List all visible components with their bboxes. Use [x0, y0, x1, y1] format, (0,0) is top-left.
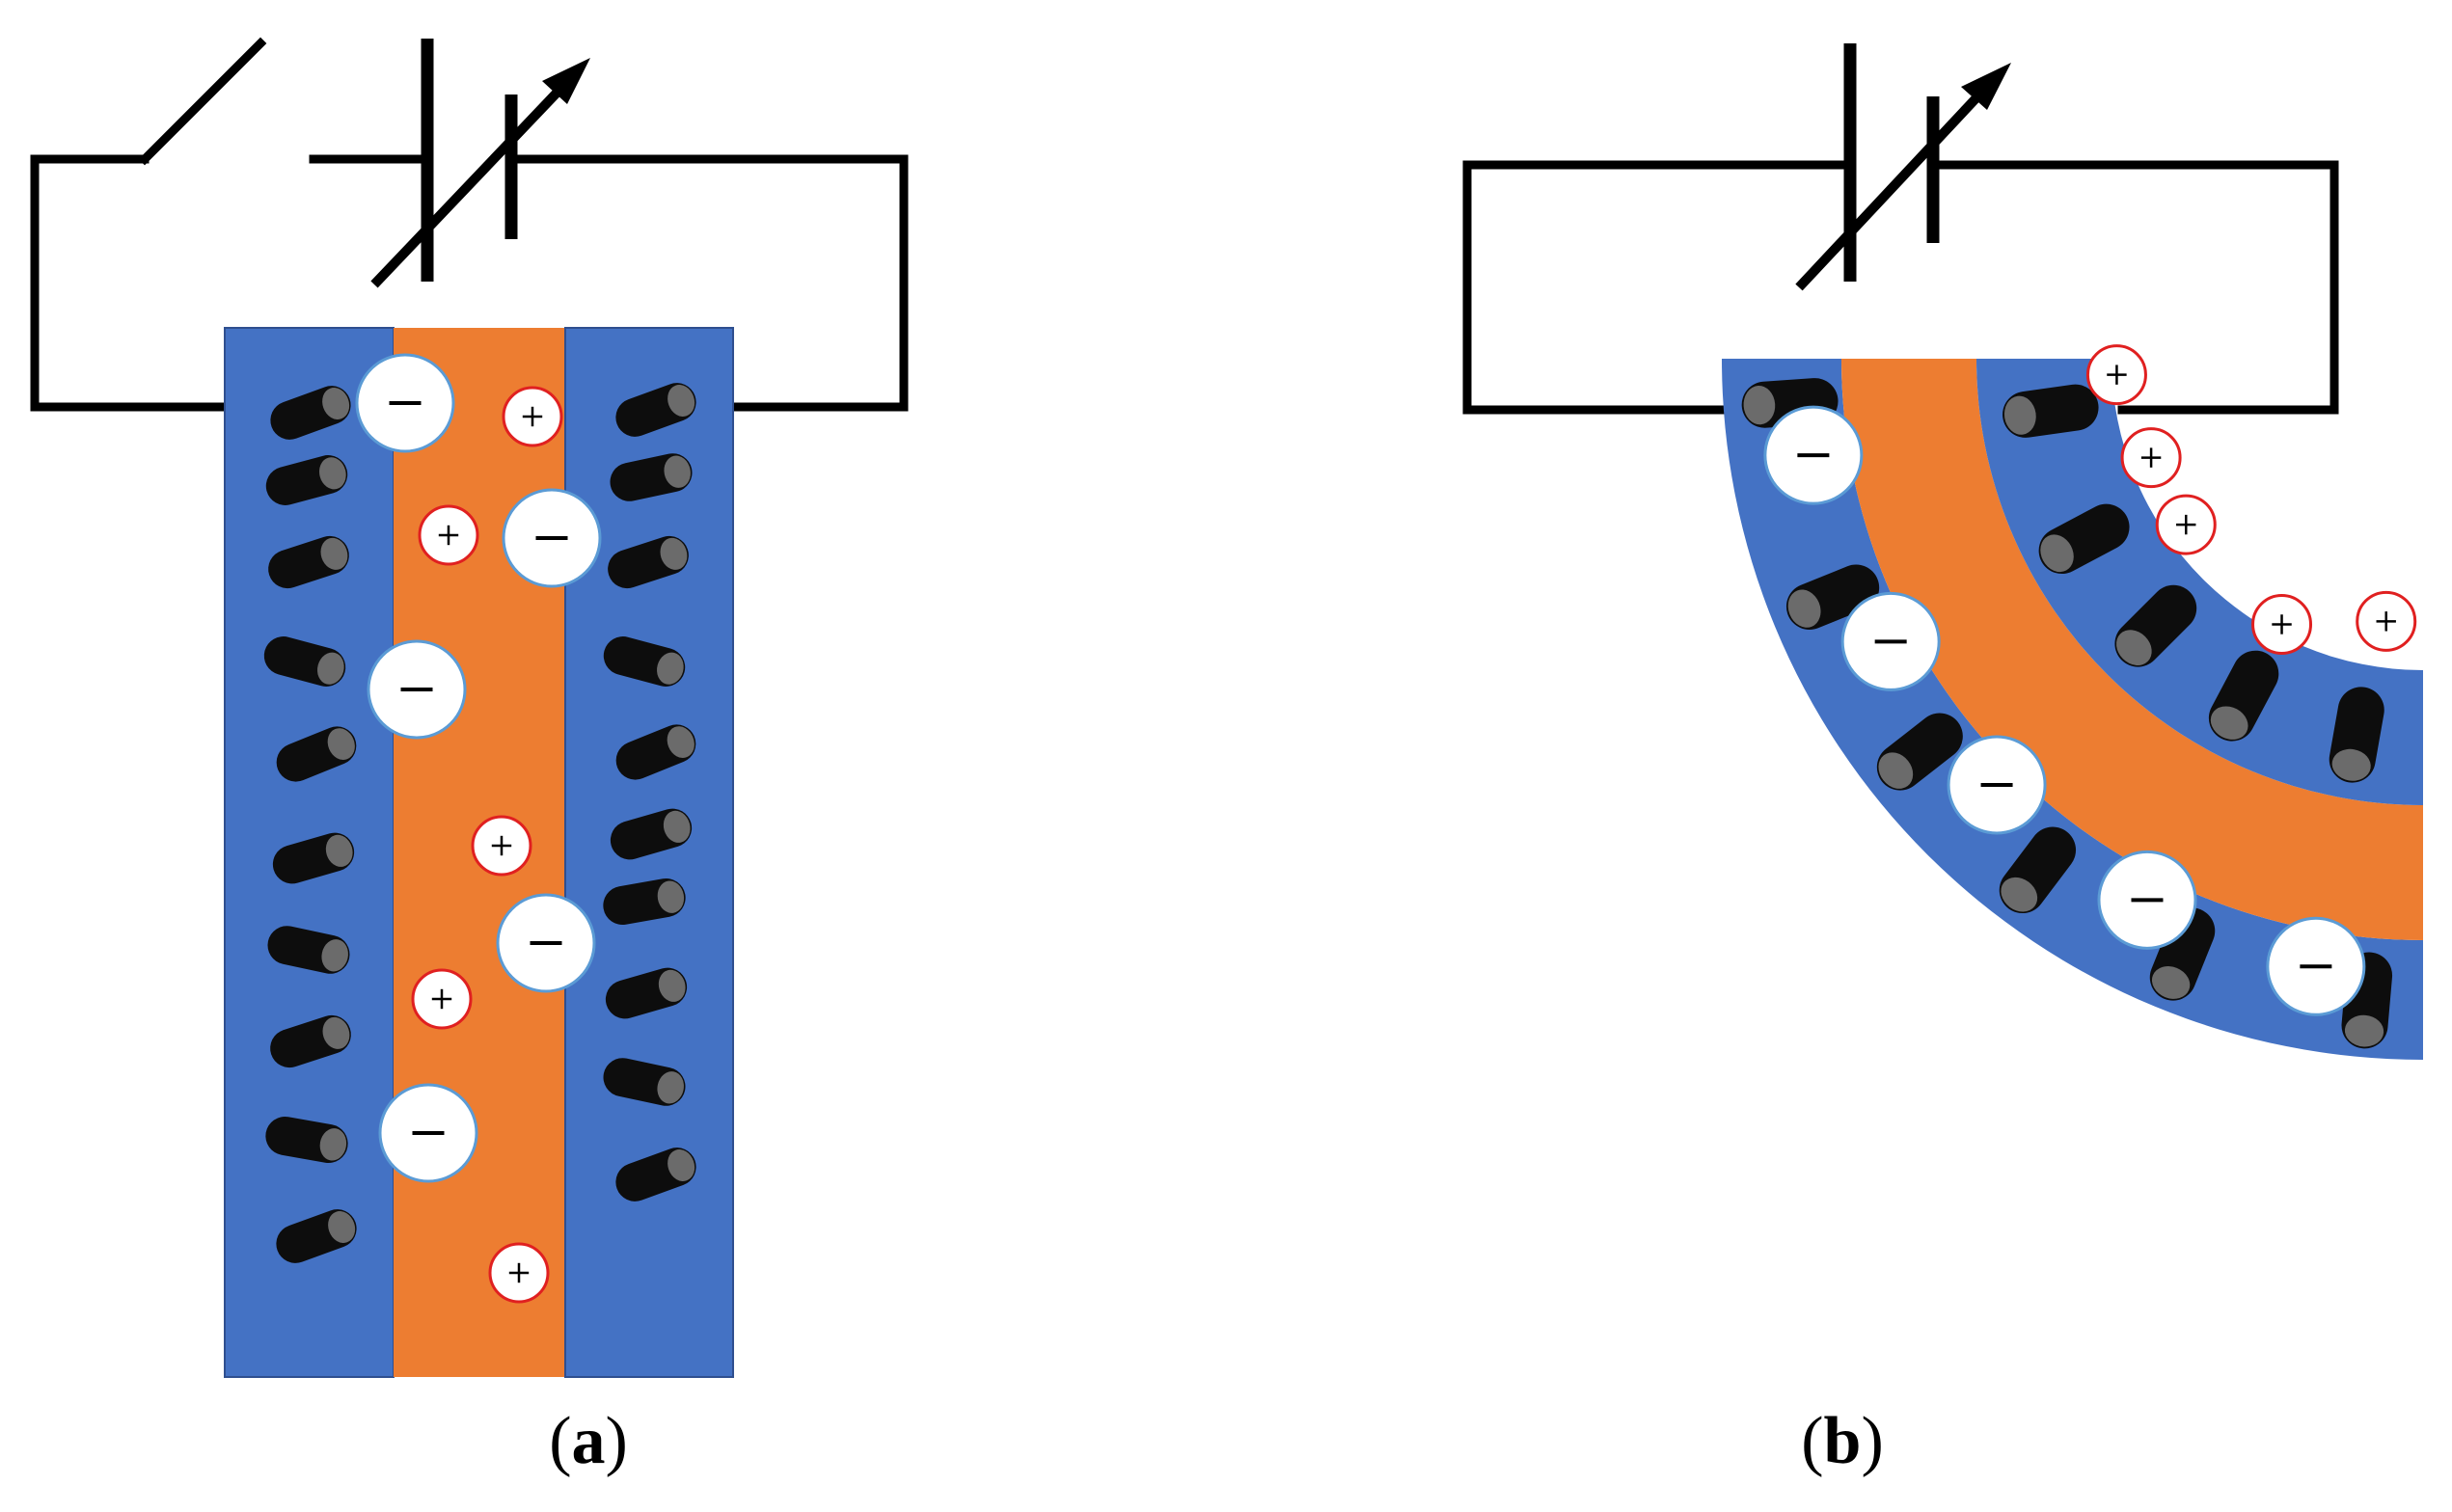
variable-arrow-shaft-a	[370, 81, 568, 288]
cation	[418, 504, 479, 566]
nanotube	[603, 878, 686, 925]
nanotube	[263, 636, 346, 687]
variable-arrow-shaft-b	[1795, 88, 1986, 291]
nanotube	[605, 967, 688, 1019]
nanotube	[615, 724, 696, 780]
nanotubes-left-a	[263, 386, 357, 1263]
ions-b	[1763, 344, 2417, 1016]
wire-right-b	[1928, 160, 2339, 415]
wire-left-a	[30, 154, 230, 412]
nanotube	[1876, 713, 1963, 791]
nanotube	[270, 1014, 351, 1068]
circuit-a	[30, 37, 909, 412]
caption-a-label: a	[571, 1404, 606, 1478]
nanotube	[603, 636, 686, 687]
cation	[411, 968, 473, 1030]
wire-right-a	[506, 154, 909, 412]
nanotube	[608, 535, 689, 589]
nanotube	[268, 535, 349, 589]
cation	[471, 815, 532, 877]
nanotube	[615, 1148, 696, 1202]
nanotube	[1785, 564, 1880, 630]
cation	[2356, 590, 2417, 652]
nanotube	[276, 1209, 357, 1263]
nanotube	[2149, 907, 2216, 1001]
nanotube	[2208, 650, 2279, 742]
cation	[2085, 344, 2147, 406]
nanotube	[2002, 384, 2099, 438]
nanotube	[2114, 584, 2197, 667]
ions-a	[355, 353, 602, 1304]
panel-a	[30, 37, 909, 1378]
variable-source-b	[1795, 43, 2011, 291]
cation	[2155, 494, 2217, 555]
nanotube	[276, 726, 357, 782]
nanotube	[610, 453, 693, 501]
nanotube	[603, 1058, 686, 1106]
nanotube	[1999, 826, 2077, 914]
nanotubes-inner-b	[2002, 384, 2384, 783]
anion	[502, 488, 602, 588]
nanotube	[267, 926, 350, 974]
caption-b-close: )	[1861, 1404, 1884, 1478]
anion	[378, 1083, 478, 1183]
caption-b-open: (	[1801, 1404, 1824, 1478]
nanotubes-outer-b	[1741, 378, 2393, 1049]
variable-arrow-head-b	[1961, 63, 2011, 110]
circuit-b	[1462, 160, 2339, 415]
cation	[502, 386, 563, 447]
cation	[2251, 593, 2313, 655]
anion	[1840, 591, 1941, 691]
panel-b	[1462, 43, 2423, 1060]
nanotube	[265, 1117, 348, 1163]
anion	[496, 893, 596, 993]
variable-source-a	[370, 39, 590, 288]
anion	[2266, 916, 2366, 1016]
caption-a: (a)	[492, 1403, 685, 1480]
nanotube	[272, 832, 355, 884]
caption-a-open: (	[549, 1404, 572, 1478]
open-switch-blade	[138, 37, 267, 166]
nanotube	[270, 386, 351, 440]
nanotube	[265, 455, 348, 505]
anion	[355, 353, 455, 453]
variable-arrow-head-a	[542, 58, 590, 104]
caption-a-close: )	[605, 1404, 628, 1478]
wire-left-b	[1462, 160, 1855, 415]
nanotubes-right-a	[603, 383, 696, 1202]
anion	[2097, 850, 2197, 950]
cation	[488, 1242, 550, 1304]
membrane-b	[1841, 359, 2423, 940]
cation	[2120, 427, 2182, 489]
nanotube	[610, 808, 693, 860]
anion	[1763, 405, 1864, 505]
nanotube	[615, 383, 696, 437]
anion	[367, 639, 467, 740]
caption-b: (b)	[1746, 1403, 1939, 1480]
electrode-inner-b	[1976, 359, 2423, 805]
anion	[1947, 735, 2047, 835]
nanotube	[2038, 503, 2130, 575]
nanotube	[2329, 687, 2384, 783]
caption-b-label: b	[1823, 1404, 1862, 1478]
